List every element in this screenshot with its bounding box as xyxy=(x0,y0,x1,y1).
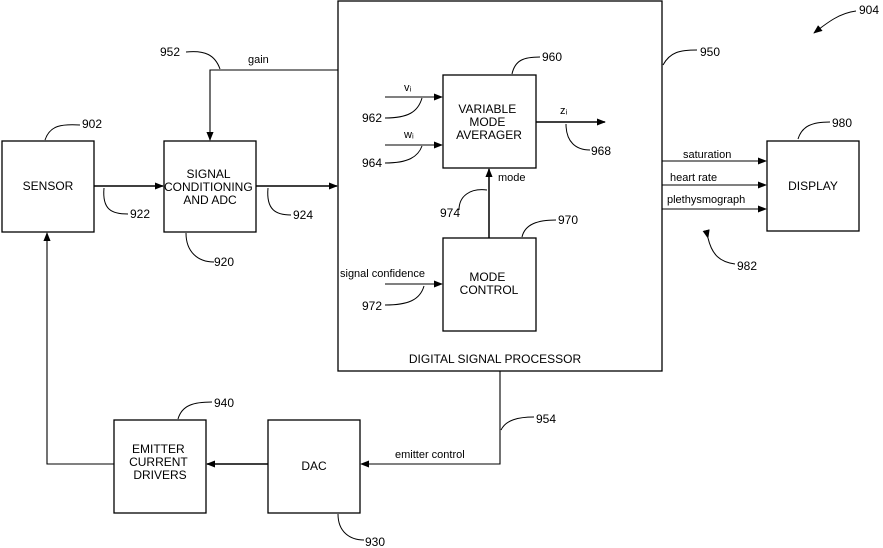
ref-980: 980 xyxy=(832,116,852,130)
ref-972: 972 xyxy=(362,299,382,313)
leader-940 xyxy=(178,402,212,419)
plethysmograph-label: plethysmograph xyxy=(667,194,745,206)
emitter-line-3: DRIVERS xyxy=(133,468,186,482)
dac-label: DAC xyxy=(301,459,327,473)
ref-964: 964 xyxy=(362,156,382,170)
gain-line xyxy=(210,70,338,140)
ref-940: 940 xyxy=(214,396,234,410)
heart-rate-label: heart rate xyxy=(670,172,717,184)
leader-980 xyxy=(798,122,830,139)
ref-974: 974 xyxy=(440,206,460,220)
ref-968: 968 xyxy=(591,144,611,158)
ref-962: 962 xyxy=(362,111,382,125)
mode-label: mode xyxy=(498,172,526,184)
vma-line-2: MODE xyxy=(469,115,505,129)
ref-970: 970 xyxy=(558,213,578,227)
leader-922 xyxy=(104,188,128,214)
w-input-label: wᵢ xyxy=(403,129,414,141)
z-output-label: zᵢ xyxy=(560,105,568,117)
leader-952 xyxy=(186,52,220,69)
leader-924 xyxy=(268,188,291,215)
sensor-label: SENSOR xyxy=(23,179,74,193)
display-label: DISPLAY xyxy=(788,179,838,193)
vma-line-3: AVERAGER xyxy=(456,128,522,142)
ref-954: 954 xyxy=(536,412,556,426)
leader-954 xyxy=(501,417,534,430)
ref-922: 922 xyxy=(130,207,150,221)
leader-904 xyxy=(814,11,856,33)
ref-930: 930 xyxy=(365,535,385,548)
signal-confidence-label: signal confidence xyxy=(340,268,425,280)
vma-line-1: VARIABLE xyxy=(458,102,516,116)
ref-950: 950 xyxy=(700,45,720,59)
ref-952: 952 xyxy=(160,45,180,59)
emitter-to-sensor-line xyxy=(47,233,114,464)
signal-conditioning-line-1: SIGNAL xyxy=(187,167,231,181)
emitter-control-label: emitter control xyxy=(395,449,465,461)
ref-904: 904 xyxy=(859,3,879,17)
ref-902: 902 xyxy=(82,117,102,131)
signal-conditioning-line-2: CONDITIONING xyxy=(164,180,253,194)
emitter-line-2: CURRENT xyxy=(129,455,188,469)
leader-982 xyxy=(708,238,735,264)
ref-982: 982 xyxy=(737,259,757,273)
ref-924: 924 xyxy=(293,208,313,222)
gain-label: gain xyxy=(248,54,269,66)
leader-920 xyxy=(186,233,214,262)
mode-control-line-1: MODE xyxy=(469,270,505,284)
emitter-line-1: EMITTER xyxy=(132,442,185,456)
ref-920: 920 xyxy=(214,255,234,269)
leader-930 xyxy=(338,514,364,540)
v-input-label: vᵢ xyxy=(404,82,412,94)
signal-conditioning-line-3: AND ADC xyxy=(183,193,237,207)
dsp-title: DIGITAL SIGNAL PROCESSOR xyxy=(409,352,582,366)
ref-960: 960 xyxy=(542,50,562,64)
leader-902 xyxy=(45,125,80,140)
leader-950 xyxy=(663,50,697,65)
mode-control-line-2: CONTROL xyxy=(460,283,519,297)
saturation-label: saturation xyxy=(683,149,731,161)
emitter-drivers-label: EMITTER CURRENT DRIVERS xyxy=(129,442,191,482)
